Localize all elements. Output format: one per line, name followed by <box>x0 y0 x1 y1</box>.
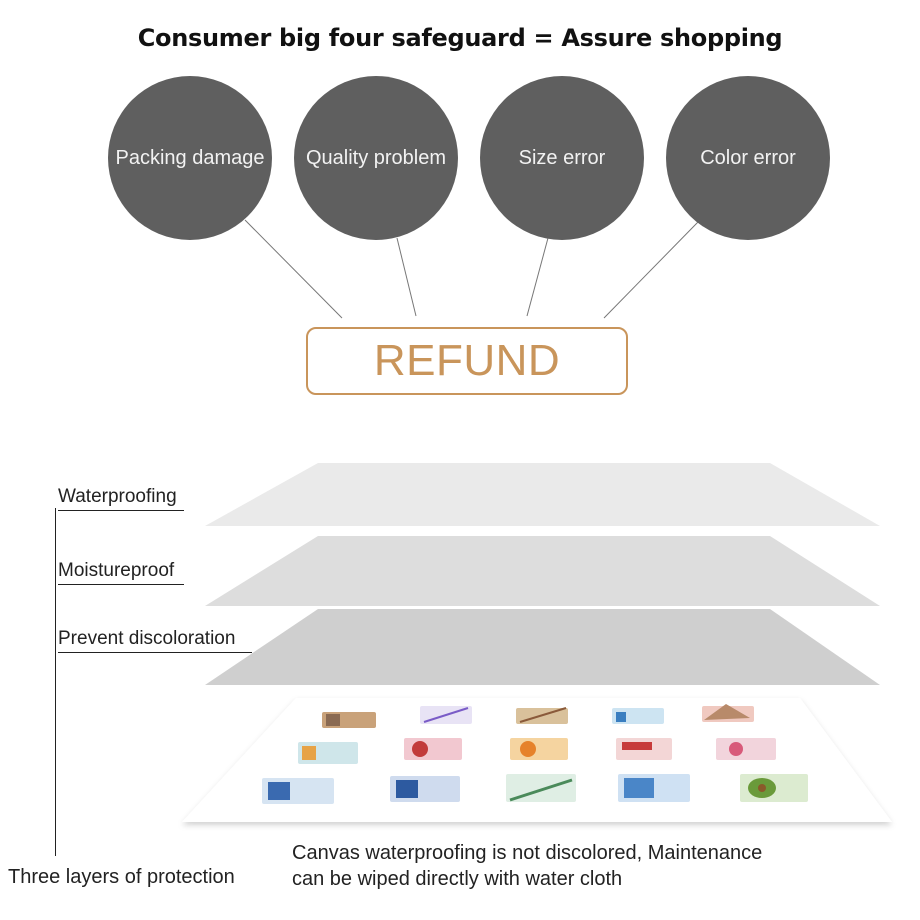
connector-line-2 <box>396 237 417 317</box>
layers-bracket <box>55 508 56 856</box>
layer-label-waterproofing: Waterproofing <box>58 486 184 511</box>
layer-label-prevent-discoloration: Prevent discoloration <box>58 628 252 653</box>
page-title: Consumer big four safeguard = Assure sho… <box>137 24 783 52</box>
connector-line-1 <box>244 219 343 319</box>
canvas-illustration-row-2 <box>298 738 776 764</box>
canvas-illustration-row-1 <box>322 704 754 728</box>
caption-line-1: Canvas waterproofing is not discolored, … <box>292 842 763 864</box>
connector-line-3 <box>526 237 549 317</box>
canvas-caption: Canvas waterproofing is not discolored, … <box>292 840 762 892</box>
canvas-print <box>182 698 892 822</box>
layer-discoloration-sheet <box>205 609 880 685</box>
caption-line-2: can be wiped directly with water cloth <box>292 868 623 890</box>
layer-moistureproof-sheet <box>205 536 880 606</box>
safeguard-packing-damage: Packing damage <box>108 76 272 240</box>
refund-label: REFUND <box>373 336 561 385</box>
layer-waterproofing-sheet <box>205 463 880 526</box>
three-layers-label: Three layers of protection <box>8 866 235 888</box>
canvas-illustration-row-3 <box>262 774 808 804</box>
safeguard-label: Quality problem <box>305 146 447 169</box>
refund-box: REFUND <box>306 327 628 395</box>
layer-label-moistureproof: Moistureproof <box>58 560 184 585</box>
safeguard-quality-problem: Quality problem <box>294 76 458 240</box>
safeguard-label: Color error <box>700 146 796 169</box>
safeguard-label: Packing damage <box>115 146 265 169</box>
connector-line-4 <box>603 221 699 319</box>
safeguard-color-error: Color error <box>666 76 830 240</box>
safeguard-size-error: Size error <box>480 76 644 240</box>
safeguard-label: Size error <box>518 146 606 169</box>
